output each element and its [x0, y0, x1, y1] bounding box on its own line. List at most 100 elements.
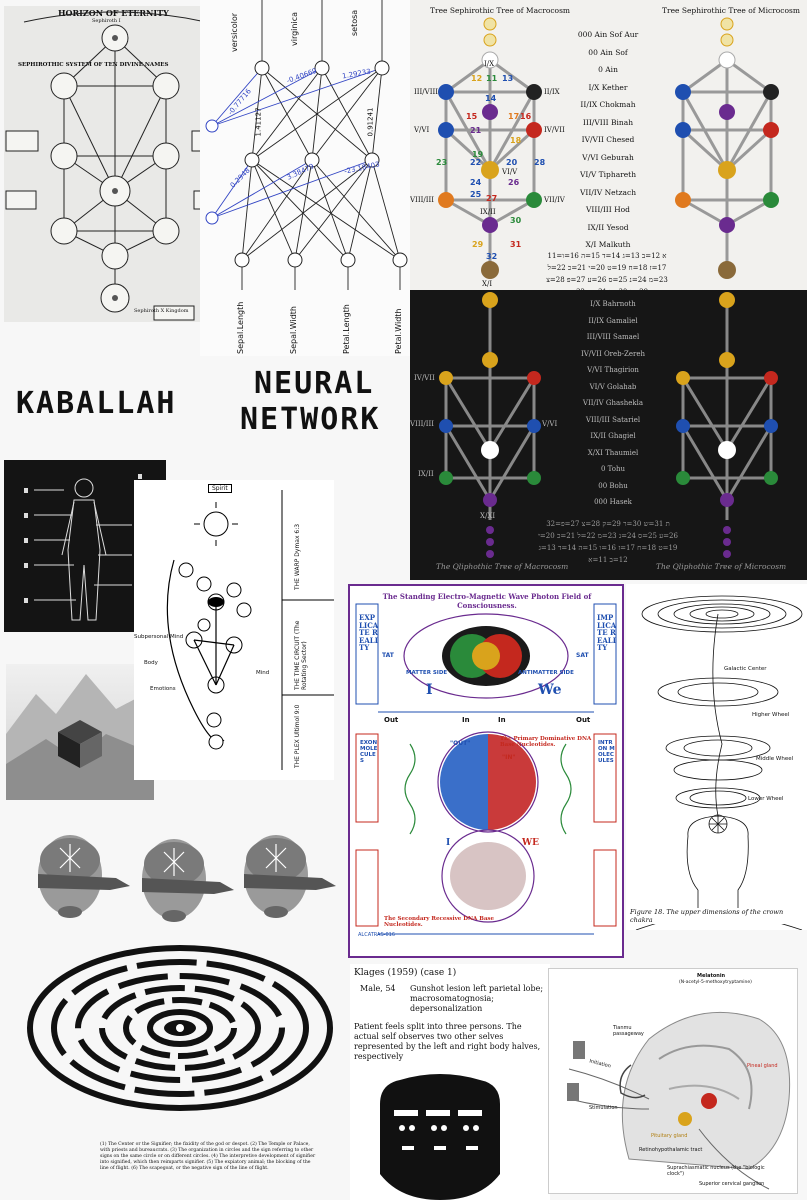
- qliphoth-level-item: II/IX Gamaliel: [588, 316, 638, 325]
- node-label: III/VIII: [414, 88, 439, 96]
- path-number: 13: [502, 74, 514, 83]
- mountain-cube-panel: [6, 664, 154, 800]
- melatonin-label: Melatonin: [697, 973, 726, 979]
- level-item: I/X Kether: [588, 82, 628, 92]
- neural-title-line1: NEURAL: [254, 366, 375, 401]
- tree-path-numbers: 12 11 13 14 15 17 16 18 19 20 21 22 23 2…: [410, 0, 807, 290]
- human-figure-drawing: [24, 474, 142, 621]
- crown-chakra-panel: Galactic Center Higher Wheel Middle Whee…: [626, 584, 807, 930]
- we-label: We: [538, 682, 562, 698]
- kaballah-title: KABALLAH: [16, 386, 177, 421]
- qliphoth-level-item: VII/IV Ghashekla: [582, 399, 644, 407]
- level-item: 000 Ain Sof Aur: [577, 30, 639, 39]
- kingdom-label: Sephiroth X Kingdom: [134, 308, 189, 314]
- crown-label: Sephiroth I: [92, 18, 121, 24]
- i2-label: I: [446, 838, 451, 848]
- node-label: VIII/III: [410, 420, 435, 428]
- path-number: 32: [486, 252, 498, 261]
- melatonin-formula-label: (N-acetyl-5-methoxytryptamine): [679, 980, 752, 985]
- kabbalah-tree-panel: HORIZON OF ETERNITY Sephiroth I SEPHIROT…: [4, 6, 226, 322]
- we2-label: WE: [522, 838, 539, 848]
- pineal-brain-panel: Melatonin (N-acetyl-5-methoxytryptamine)…: [548, 968, 798, 1194]
- crown-chakra-drawing: [635, 595, 803, 930]
- macrocosm-title: Tree Sephirothic Tree of Macrocosm: [430, 6, 571, 15]
- lower-wheel-label: Lower Wheel: [748, 796, 784, 802]
- qliphoth-level-item: I/X Bahrnoth: [590, 300, 636, 308]
- level-item: IX/II Yesod: [587, 222, 629, 232]
- case-patient: Male, 54: [360, 984, 396, 993]
- path-number: 31: [510, 240, 522, 249]
- path-number: 27: [486, 194, 498, 203]
- qliphoth-number-key: 32=ת 31=ש 30=ר 29=ק 28=צ 27=פ 26=ע 25=ס …: [538, 520, 678, 564]
- level-item: 0 Ain: [598, 65, 618, 74]
- path-number: 15: [466, 112, 478, 121]
- level-item: VII/IV Netzach: [579, 187, 637, 197]
- weight-hidden-1: 0.91241: [366, 107, 375, 137]
- path-number: 20: [506, 158, 518, 167]
- body-label: Body: [144, 660, 158, 666]
- out-left-label: Out: [384, 716, 399, 724]
- stimulation-label: Stimulation: [589, 1105, 618, 1111]
- tree-level-list: 000 Ain Sof Aur 00 Ain Sof 0 Ain I/X Ket…: [558, 26, 658, 254]
- i-label: I: [426, 682, 433, 698]
- node-label: V/VI: [542, 420, 558, 428]
- output-label-versicolor: versicolor: [230, 12, 239, 52]
- qliphoth-level-item: 000 Hasek: [594, 498, 632, 506]
- brain-drawing: [567, 1011, 791, 1190]
- pituitary-label: Pituitary gland: [651, 1133, 688, 1139]
- spirit-diagram-panel: Spirit Subpersonal Mind Body Emotions Mi…: [134, 480, 334, 780]
- input-label-petal-width: Petal.Width: [394, 308, 403, 354]
- suprachiasmatic-label: Suprachiasmatic nucleus (the "biologic c…: [667, 1165, 765, 1177]
- node-label: X/I: [482, 280, 493, 288]
- node-label: VIII/III: [410, 196, 435, 204]
- three-faced-head-drawing: [380, 1074, 500, 1200]
- level-item: III/VIII Binah: [582, 117, 634, 127]
- node-label: IV/VII: [544, 126, 565, 134]
- case-description: Patient feels split into three persons. …: [354, 1022, 541, 1061]
- in-quote-label: "IN": [502, 754, 516, 761]
- qliphoth-level-list: I/X Bahrnoth II/IX Gamaliel III/VIII Sam…: [558, 296, 668, 511]
- node-label: V/VI: [414, 126, 430, 134]
- in-label-1: In: [462, 716, 470, 724]
- neural-network-panel: versicolor virginica setosa -0.77716 -0.…: [200, 0, 410, 356]
- level-item: VI/V Tiphareth: [579, 170, 637, 179]
- path-number: 25: [470, 190, 482, 199]
- sephirothic-tree-panel: Tree Sephirothic Tree of Macrocosm Tree …: [410, 0, 807, 580]
- time-circuit-label: THE TIME CIRCUIT (The Rotating Sector): [294, 620, 308, 690]
- path-number: 28: [534, 158, 546, 167]
- input-label-sepal-width: Sepal.Width: [289, 306, 298, 354]
- level-item: II/IX Chokmah: [580, 100, 636, 109]
- three-heads-panel: [30, 822, 340, 932]
- intron-label-right: INTRON MOLECULES: [598, 740, 615, 764]
- qliphoth-level-item: V/VI Thagirion: [587, 366, 639, 374]
- matter-side-label: MATTER SIDE: [406, 670, 448, 676]
- subpersonal-label: Subpersonal Mind: [134, 634, 184, 640]
- spirit-diagram-drawing: [166, 490, 334, 770]
- qliphoth-level-item: VIII/III Satariel: [585, 415, 641, 424]
- out-quote-label: "OUT": [450, 740, 471, 747]
- level-item: V/VI Geburah: [582, 152, 634, 162]
- path-number: 17: [508, 112, 520, 121]
- qliphoth-level-item: X/XI Thaumiel: [587, 448, 639, 457]
- path-number: 14: [485, 94, 497, 103]
- tree-subtitle: SEPHIROTHIC SYSTEM OF TEN DIVINE NAMES: [18, 62, 169, 68]
- node-label: I/X: [484, 60, 495, 68]
- path-number: 26: [508, 178, 520, 187]
- qliphoth-level-item: III/VIII Samael: [586, 333, 640, 341]
- recessive-label: The Secondary Recessive DNA Base Nucleot…: [384, 916, 495, 928]
- standing-wave-poster: The Standing Electro-Magnetic Wave Photo…: [348, 584, 624, 958]
- qliphoth-level-item: 0 Tohu: [600, 465, 626, 473]
- level-item: IV/VII Chesed: [581, 135, 635, 144]
- path-number: 23: [436, 158, 448, 167]
- labyrinth-drawing: [27, 945, 333, 1111]
- microcosm-title: Tree Sephirothic Tree of Microcosm: [662, 6, 800, 15]
- retinohypothalamic-label: Retinohypothalamic tract: [639, 1147, 703, 1153]
- tat-label: TAT: [382, 652, 394, 659]
- output-label-virginica: virginica: [290, 12, 299, 46]
- qliphoth-macrocosm-title: The Qliphothic Tree of Macrocosm: [436, 562, 569, 571]
- node-label: IX/II: [480, 208, 496, 216]
- path-number: 12: [471, 74, 483, 83]
- pineal-label: Pineal gland: [747, 1063, 778, 1069]
- exon-label-left: EXON MOLECULES: [360, 740, 378, 764]
- tianmu-label: Tianmu passageway: [613, 1025, 644, 1037]
